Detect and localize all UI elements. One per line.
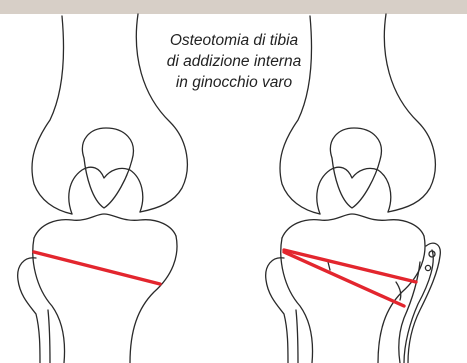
caption-line-2: di addizione interna xyxy=(150,51,318,72)
fixation-plate xyxy=(399,243,441,363)
left-tibia-outline xyxy=(33,236,177,363)
left-fibula-outline xyxy=(18,258,50,363)
right-patella-outline xyxy=(330,128,381,208)
left-osteotomy-cut-line xyxy=(34,252,160,284)
figure-caption: Osteotomia di tibia di addizione interna… xyxy=(150,30,318,93)
right-tibia-plateau xyxy=(282,214,424,238)
right-osteotomy-lower-line xyxy=(284,252,404,306)
caption-line-3: in ginocchio varo xyxy=(150,72,318,93)
left-tibia-plateau xyxy=(34,214,176,238)
wedge-angle-tick-1 xyxy=(328,262,330,270)
plate-screw-hole-lower xyxy=(425,265,430,270)
caption-line-1: Osteotomia di tibia xyxy=(150,30,318,51)
right-osteotomy-upper-line xyxy=(284,250,416,282)
right-fibula-outline xyxy=(266,258,298,363)
left-patella-outline xyxy=(82,128,133,208)
